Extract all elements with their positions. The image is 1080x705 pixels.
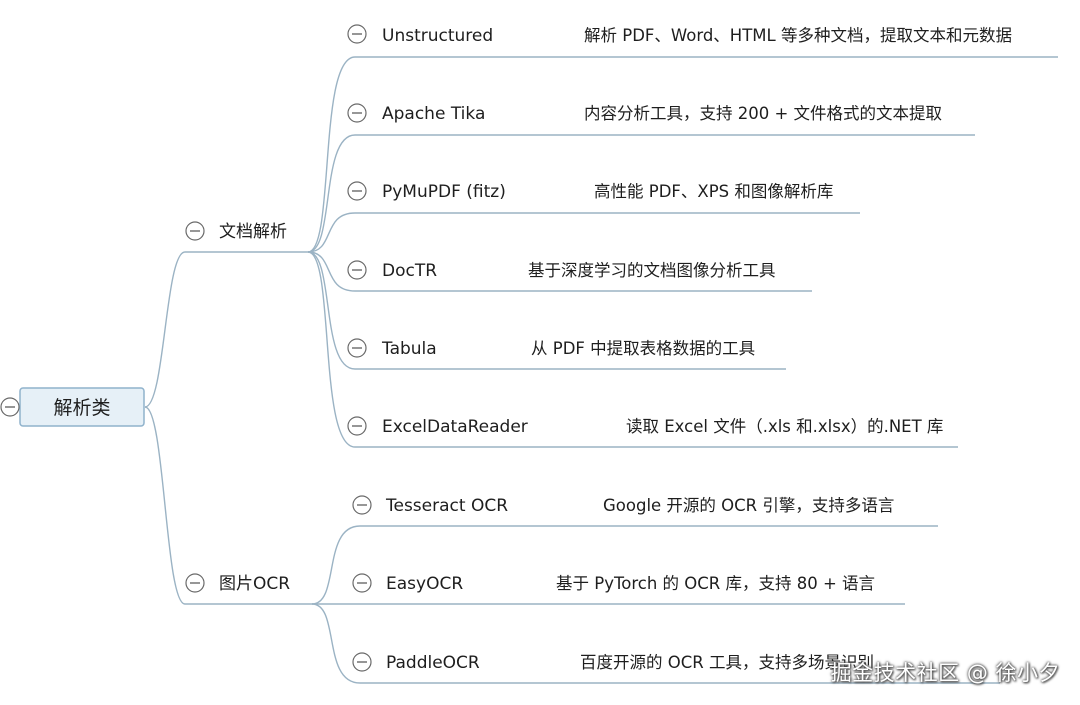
leaf-description: 百度开源的 OCR 工具，支持多场景识别 [580,653,874,672]
leaf-item[interactable]: EasyOCR 基于 PyTorch 的 OCR 库，支持 80 + 语言 [352,573,875,594]
leaf-item[interactable]: Tesseract OCR Google 开源的 OCR 引擎，支持多语言 [352,495,894,516]
branch-1-label[interactable]: 文档解析 [219,222,287,242]
leaf-collapse-icon[interactable] [347,416,367,436]
leaf-description: 内容分析工具，支持 200 + 文件格式的文本提取 [584,104,942,123]
connector-root-branch-1 [144,251,308,408]
connector-branch-1-item-2 [307,134,975,253]
leaf-collapse-icon[interactable] [352,495,372,515]
leaf-item[interactable]: ExcelDataReader 读取 Excel 文件（.xls 和.xlsx）… [347,416,943,437]
watermark: 掘金技术社区 @ 徐小夕 [830,661,1060,685]
leaf-item[interactable]: Unstructured 解析 PDF、Word、HTML 等多种文档，提取文本… [347,24,1012,46]
connector-branch-1-item-5 [307,251,786,370]
leaf-collapse-icon[interactable] [347,24,367,44]
leaf-collapse-icon[interactable] [352,652,372,672]
connector-branch-1-item-6 [307,251,958,448]
leaf-collapse-icon[interactable] [347,260,367,280]
leaf-name: Tesseract OCR [385,496,508,516]
leaf-item[interactable]: PaddleOCR 百度开源的 OCR 工具，支持多场景识别 [352,652,874,673]
leaf-collapse-icon[interactable] [347,181,367,201]
connector-branch-2-item-3 [311,603,1000,684]
leaf-name: Tabula [381,339,437,359]
leaf-item[interactable]: PyMuPDF (fitz) 高性能 PDF、XPS 和图像解析库 [347,181,833,202]
leaf-item[interactable]: Apache Tika 内容分析工具，支持 200 + 文件格式的文本提取 [347,103,942,124]
leaf-name: EasyOCR [386,574,463,594]
leaf-name: PyMuPDF (fitz) [382,182,506,202]
root-collapse-icon[interactable] [0,397,20,417]
root-node[interactable]: 解析类 [19,387,145,427]
branch-2-label[interactable]: 图片OCR [219,574,290,594]
connector-branch-1-item-3 [307,212,860,253]
branch-1-collapse-icon[interactable] [185,221,205,241]
connector-root-branch-2 [144,406,312,605]
leaf-collapse-icon[interactable] [347,103,367,123]
leaf-collapse-icon[interactable] [352,573,372,593]
root-node-label: 解析类 [53,397,110,419]
leaf-collapse-icon[interactable] [347,338,367,358]
leaf-name: Unstructured [382,26,493,46]
connector-branch-2-item-1 [311,525,938,605]
branch-2-collapse-icon[interactable] [185,573,205,593]
leaf-name: DocTR [382,261,437,281]
leaf-description: 高性能 PDF、XPS 和图像解析库 [594,182,833,201]
connector-lines [144,56,1058,684]
leaf-description: 基于 PyTorch 的 OCR 库，支持 80 + 语言 [556,574,875,593]
leaf-item[interactable]: Tabula 从 PDF 中提取表格数据的工具 [347,338,755,359]
leaf-name: Apache Tika [382,104,485,124]
connector-branch-1-item-4 [307,251,812,292]
leaf-item[interactable]: DocTR 基于深度学习的文档图像分析工具 [347,260,776,281]
root-node-box [19,387,145,427]
leaf-name: ExcelDataReader [382,417,528,437]
leaf-description: 从 PDF 中提取表格数据的工具 [531,339,755,358]
leaf-name: PaddleOCR [386,653,480,673]
leaf-description: Google 开源的 OCR 引擎，支持多语言 [603,496,894,515]
leaf-description: 解析 PDF、Word、HTML 等多种文档，提取文本和元数据 [584,26,1012,45]
connector-branch-1-item-1 [307,56,1058,253]
leaf-description: 基于深度学习的文档图像分析工具 [528,261,776,280]
leaf-description: 读取 Excel 文件（.xls 和.xlsx）的.NET 库 [626,417,943,436]
